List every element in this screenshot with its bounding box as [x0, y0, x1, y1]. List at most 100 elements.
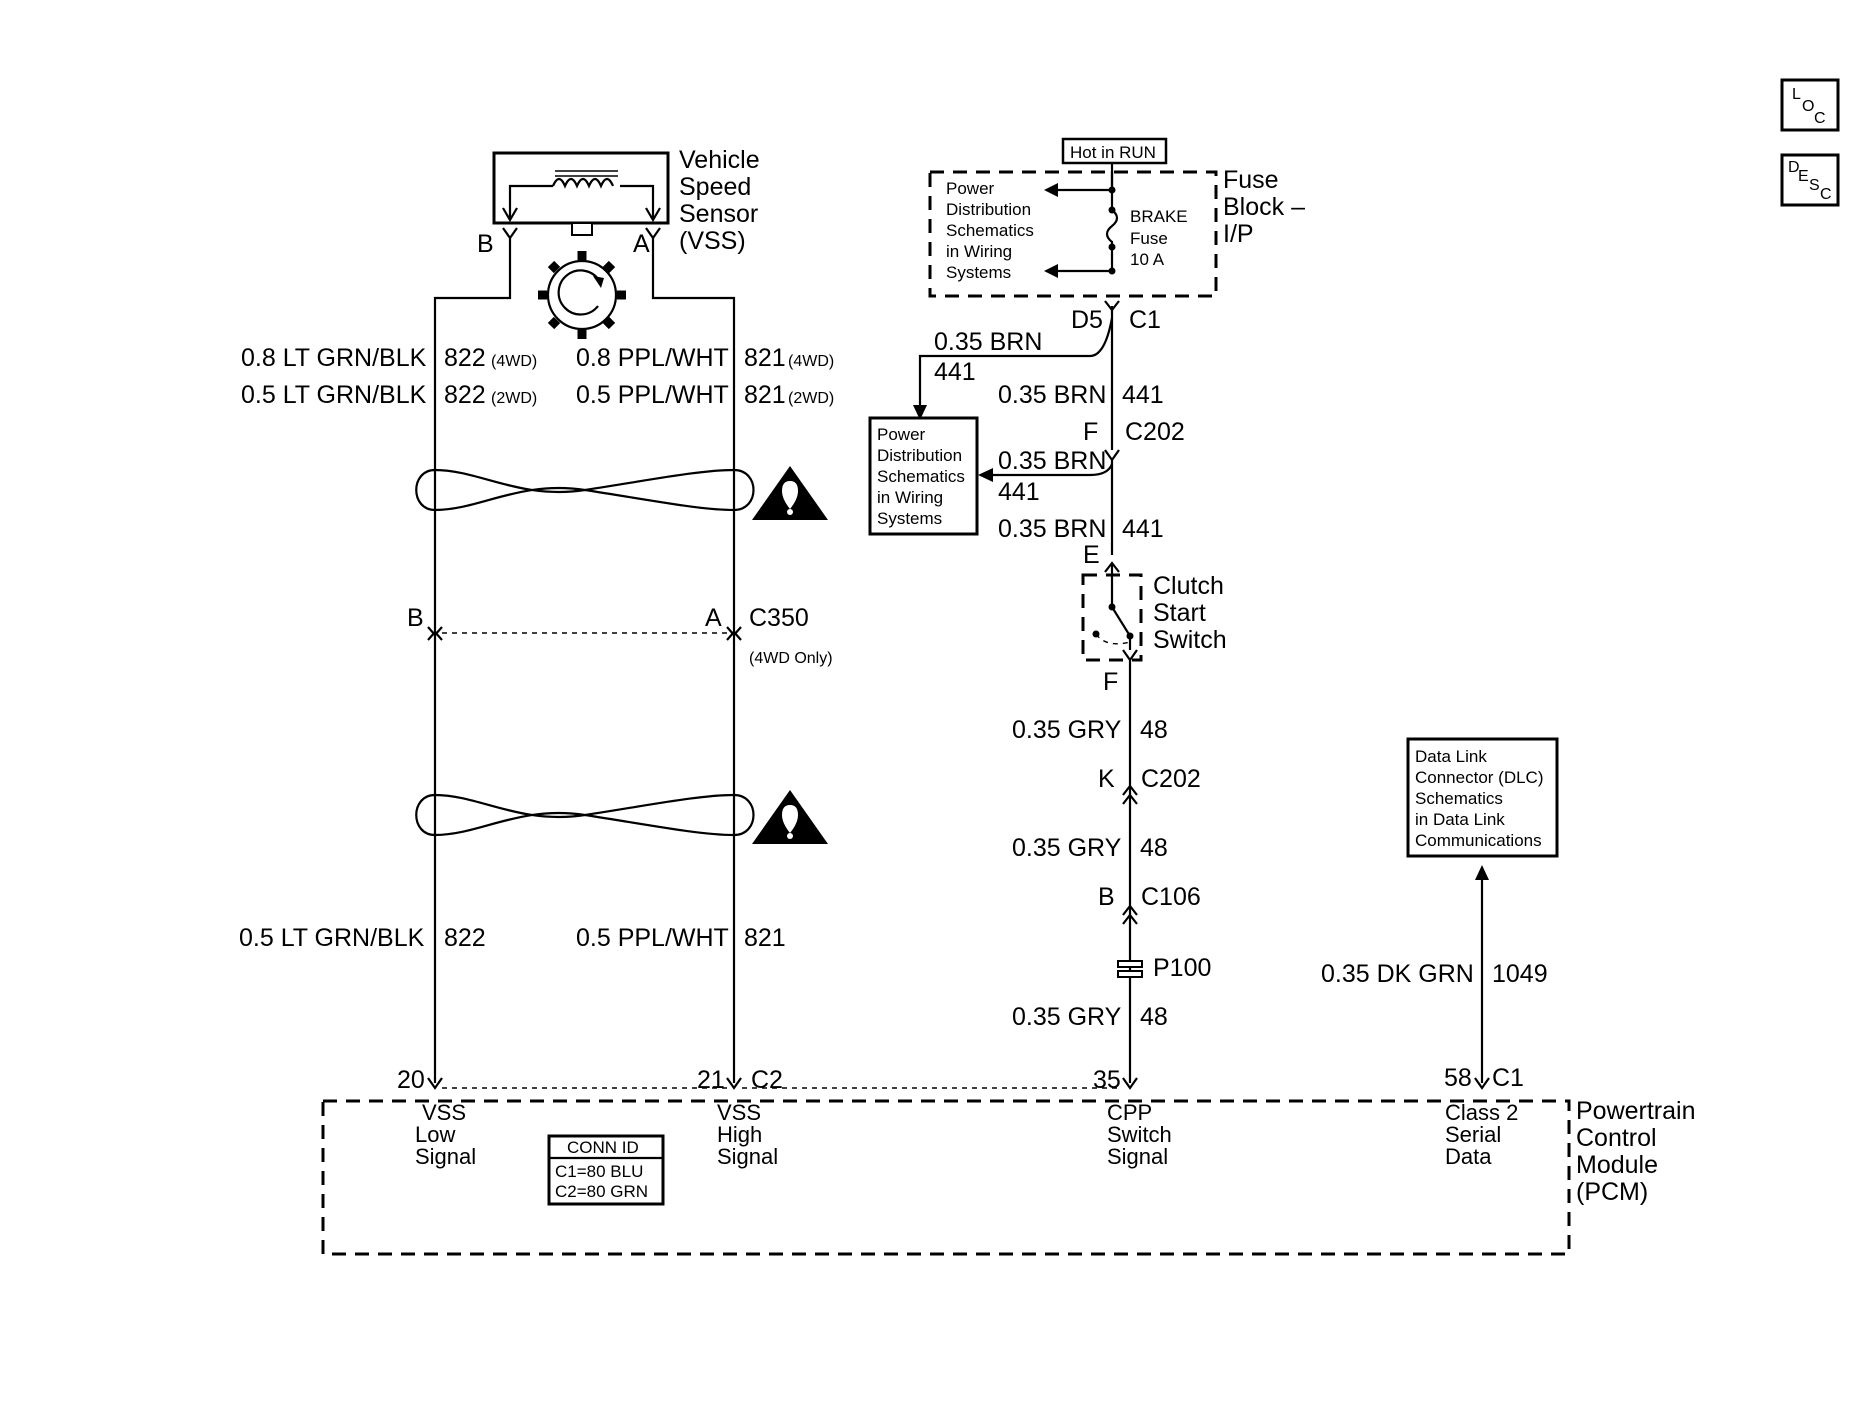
fuse-block: Hot in RUN Fuse Block – I/P Power Distri… — [928, 137, 1305, 334]
branch2-wire-label: 0.35 BRN — [998, 447, 1106, 475]
loc-o: O — [1802, 98, 1814, 115]
clutch-switch-outline — [1081, 573, 1143, 662]
c106-connector — [1122, 904, 1138, 925]
pcm-outline — [321, 1099, 1571, 1256]
pcm-pin-20: 20 — [397, 1066, 425, 1094]
desc-icon[interactable]: D E S C — [1780, 153, 1840, 207]
c202-pin-f: F — [1083, 418, 1098, 446]
wire-822 — [433, 238, 512, 1083]
pcm-pin-21-line1: VSS — [717, 1100, 761, 1125]
pcm-pin-35-line3: Signal — [1107, 1144, 1168, 1169]
twisted-pair-upper — [415, 468, 755, 512]
power-ref-4: in Wiring — [877, 488, 943, 507]
wire-822-2wd-note: (2WD) — [491, 390, 537, 407]
wire2-circuit: 441 — [1122, 515, 1164, 543]
cpp-wire2-circuit: 48 — [1140, 834, 1168, 862]
cpp-wire3-label: 0.35 GRY — [1012, 1003, 1122, 1031]
dlc-line-4: in Data Link — [1415, 810, 1505, 829]
vss-name-1: Vehicle — [679, 146, 760, 174]
dlc-line-5: Communications — [1415, 831, 1542, 850]
wire1-label: 0.35 BRN — [998, 381, 1106, 409]
brake-fuse-label-2: Fuse — [1130, 229, 1168, 248]
c350-name: C350 — [749, 604, 809, 632]
wire-822-4wd-note: (4WD) — [491, 353, 537, 370]
pcm-pin-21: 21 — [697, 1066, 725, 1094]
pcm-pin-35: 35 — [1093, 1066, 1121, 1094]
vss-wires: 0.8 LT GRN/BLK 822 (4WD) 0.5 LT GRN/BLK … — [239, 238, 1122, 1090]
vss-body — [492, 151, 670, 225]
power-ref-2: Distribution — [877, 446, 962, 465]
vss-pin-a: A — [633, 230, 650, 258]
dlc-ref-box[interactable]: Data Link Connector (DLC) Schematics in … — [1406, 737, 1559, 858]
branch2-wire-circuit: 441 — [998, 478, 1040, 506]
wire-821-lower-circuit: 821 — [744, 924, 786, 952]
branch1-wire-circuit: 441 — [934, 358, 976, 386]
power-ref-3: Schematics — [877, 467, 965, 486]
wire-821-4wd-label: 0.8 PPL/WHT — [576, 344, 729, 372]
wire-822-2wd-circuit: 822 — [444, 381, 486, 409]
dlc-line-3: Schematics — [1415, 789, 1503, 808]
brake-fuse-label-1: BRAKE — [1130, 207, 1188, 226]
desc-c: C — [1820, 186, 1832, 203]
clutch-pin-f: F — [1103, 668, 1118, 696]
desc-s: S — [1809, 177, 1820, 194]
twisted-pair-lower — [415, 793, 755, 837]
pcm-name-1: Powertrain — [1576, 1097, 1696, 1125]
pcm-conn-c2: C2 — [751, 1066, 783, 1094]
fuse-pin-d5: D5 — [1071, 306, 1103, 334]
conn-id-c1: C1=80 BLU — [555, 1162, 643, 1181]
wire-821-2wd-label: 0.5 PPL/WHT — [576, 381, 729, 409]
pcm-pin-20-line1: VSS — [422, 1100, 466, 1125]
warning-icon[interactable] — [752, 790, 828, 844]
desc-e: E — [1798, 168, 1809, 185]
pcm-pin-58-line3: Data — [1445, 1144, 1492, 1169]
wire-441-branch2 — [993, 463, 1114, 477]
splice-p100-icon — [1117, 960, 1143, 978]
loc-icon[interactable]: L O C — [1780, 78, 1840, 132]
dlc-line-1: Data Link — [1415, 747, 1487, 766]
vehicle-speed-sensor: Vehicle Speed Sensor (VSS) B A — [477, 146, 760, 339]
c106-pin: B — [1098, 883, 1115, 911]
cpp-wire1-circuit: 48 — [1140, 716, 1168, 744]
dlc-wire-circuit: 1049 — [1492, 960, 1548, 988]
vss-name-2: Speed — [679, 173, 751, 201]
vss-pin-b: B — [477, 230, 494, 258]
vss-name-3: Sensor — [679, 200, 758, 228]
cpp-wire3-circuit: 48 — [1140, 1003, 1168, 1031]
power-distribution-ref-box[interactable]: Power Distribution Schematics in Wiring … — [868, 416, 979, 536]
fuse-block-outline — [928, 170, 1218, 298]
conn-id-box: CONN ID C1=80 BLU C2=80 GRN — [547, 1134, 665, 1206]
fuse-ref-2: Distribution — [946, 200, 1031, 219]
pcm-pin-21-line2: High — [717, 1122, 762, 1147]
wire-821-lower-label: 0.5 PPL/WHT — [576, 924, 729, 952]
c202-name: C202 — [1125, 418, 1185, 446]
warning-icon[interactable] — [752, 466, 828, 520]
pcm-pin-35-line2: Switch — [1107, 1122, 1172, 1147]
wire-821-4wd-circuit: 821 — [744, 344, 786, 372]
pcm-pin-20-line2: Low — [415, 1122, 455, 1147]
fuse-ref-3: Schematics — [946, 221, 1034, 240]
pcm-pin-58: 58 — [1444, 1064, 1472, 1092]
cpp-wire1-label: 0.35 GRY — [1012, 716, 1122, 744]
desc-d: D — [1788, 159, 1800, 176]
c106-name: C106 — [1141, 883, 1201, 911]
wire-822-4wd-circuit: 822 — [444, 344, 486, 372]
pcm-pin-58-line2: Serial — [1445, 1122, 1501, 1147]
pcm-module: Powertrain Control Module (PCM) 20 VSS L… — [321, 1064, 1696, 1256]
hot-in-run-label: Hot in RUN — [1070, 143, 1156, 162]
c202-k-connector — [1122, 784, 1138, 805]
cpp-wire2-label: 0.35 GRY — [1012, 834, 1122, 862]
brake-fuse-icon — [1105, 190, 1119, 251]
reluctor-wheel-icon — [538, 251, 626, 339]
conn-id-c2: C2=80 GRN — [555, 1182, 648, 1201]
splice-p100-label: P100 — [1153, 954, 1211, 982]
fuse-block-name-2: Block – — [1223, 193, 1305, 221]
pcm-pin-58-line1: Class 2 — [1445, 1100, 1518, 1125]
brake-fuse-label-3: 10 A — [1130, 250, 1165, 269]
clutch-name-1: Clutch — [1153, 572, 1224, 600]
pcm-name-2: Control — [1576, 1124, 1657, 1152]
wire-822-4wd-label: 0.8 LT GRN/BLK — [241, 344, 427, 372]
clutch-name-3: Switch — [1153, 626, 1227, 654]
fuse-conn-c1: C1 — [1129, 306, 1161, 334]
c350-pin-a: A — [705, 604, 722, 632]
